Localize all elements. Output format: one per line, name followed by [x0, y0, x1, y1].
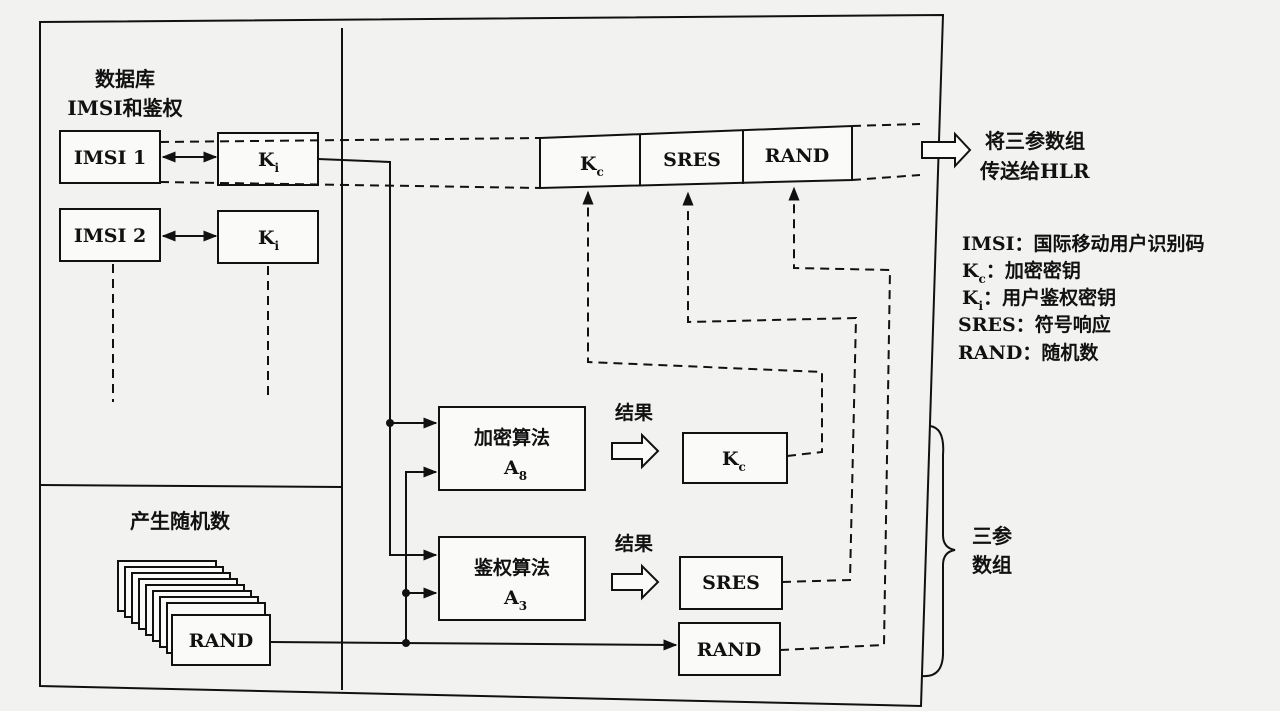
- legend-ki: Ki：用户鉴权密钥: [962, 286, 1116, 313]
- send-to-hlr-arrow: [921, 131, 972, 169]
- send-to-hlr-line1: 将三参数组: [985, 129, 1085, 153]
- a3-sres-label: SRES: [702, 572, 760, 594]
- outer-frame: [39, 13, 945, 708]
- a8-title: 加密算法: [473, 426, 550, 449]
- triplet-rand-label: RAND: [765, 145, 829, 167]
- triplet-brace-line1: 三参: [972, 524, 1012, 548]
- legend-sres: SRES：符号响应: [958, 313, 1111, 336]
- ki1-label: Ki: [258, 149, 280, 175]
- band-top-left: [159, 137, 541, 143]
- triplet-kc-label: Kc: [580, 153, 604, 179]
- a3-title: 鉴权算法: [473, 556, 550, 579]
- triplet-brace: [921, 425, 956, 678]
- a3-box: [438, 536, 586, 621]
- random-gen-title: 产生随机数: [130, 509, 231, 533]
- legend-rand: RAND：随机数: [958, 341, 1099, 364]
- a8-kc-box: [682, 432, 788, 484]
- sres-feedback-path: [682, 191, 858, 583]
- imsi2-label: IMSI 2: [74, 225, 146, 247]
- ki2-box: [217, 210, 319, 264]
- database-title: 数据库: [95, 67, 155, 91]
- a3-result-arrow: [611, 563, 660, 601]
- database-subtitle: IMSI和鉴权: [67, 96, 183, 120]
- triplet-brace-line2: 数组: [972, 553, 1012, 577]
- a8-result-arrow: [611, 432, 660, 470]
- rand-gen-label: RAND: [189, 630, 253, 652]
- rand-to-output: [269, 639, 678, 651]
- triplet-top-box: [539, 124, 853, 190]
- triplet-sres-label: SRES: [663, 149, 721, 171]
- rand-feedback-path: [779, 186, 892, 651]
- a8-result-label: 结果: [615, 401, 653, 424]
- legend: IMSI：国际移动用户识别码 Kc：加密密钥 Ki：用户鉴权密钥 SRES：符号…: [958, 232, 1205, 364]
- imsi2-box: [59, 208, 161, 262]
- band-top-right: [851, 123, 921, 127]
- a3-result-label: 结果: [615, 532, 653, 555]
- band-bottom-right: [851, 174, 921, 181]
- imsi1-box: [59, 130, 161, 184]
- rand-to-a8: [405, 466, 438, 643]
- legend-imsi: IMSI：国际移动用户识别码: [962, 232, 1205, 255]
- rand-output-label: RAND: [697, 639, 761, 661]
- ki-to-a3: [317, 158, 438, 561]
- a8-kc-label: Kc: [722, 448, 746, 474]
- band-bottom-left: [159, 181, 541, 189]
- a8-symbol: A8: [503, 457, 527, 483]
- divider-horizontal: [39, 484, 343, 488]
- send-to-hlr-line2: 传送给HLR: [979, 159, 1090, 183]
- a3-symbol: A3: [503, 587, 527, 613]
- ki2-label: Ki: [258, 227, 280, 253]
- legend-kc: Kc：加密密钥: [962, 259, 1081, 286]
- a8-box: [438, 406, 586, 491]
- kc-feedback-path: [582, 190, 823, 457]
- imsi1-label: IMSI 1: [74, 147, 146, 169]
- rand-card-stack: [117, 560, 271, 666]
- a3-sres-box: [679, 556, 783, 610]
